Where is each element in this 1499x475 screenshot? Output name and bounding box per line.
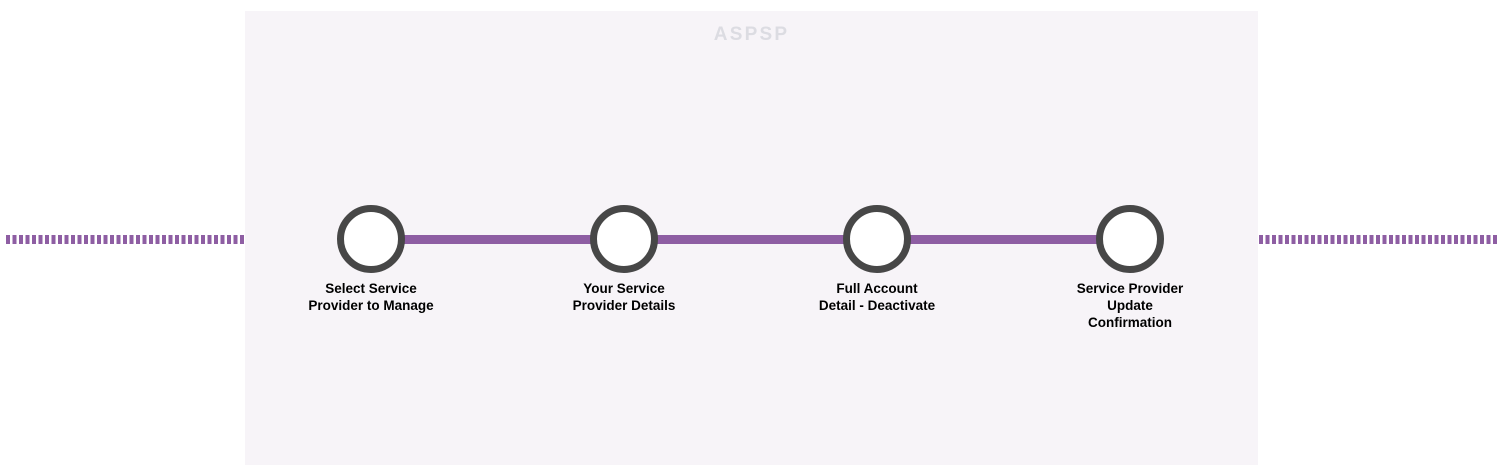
step-circle-icon [337,205,405,273]
step-circle-icon [590,205,658,273]
flow-step-2-label: Your Service Provider Details [572,281,676,313]
entry-dashed-connector [6,235,303,244]
flow-step-4-label: Service Provider Update Confirmation [1076,281,1184,330]
exit-dashed-connector [1168,235,1499,244]
step-circle-icon [843,205,911,273]
flow-connector-rail [371,235,1130,244]
flow-step-3-label: Full Account Detail - Deactivate [818,281,936,313]
flow-step-1-label: Select Service Provider to Manage [308,281,434,313]
aspsp-swimlane-title: ASPSP [713,24,790,45]
step-circle-icon [1096,205,1164,273]
